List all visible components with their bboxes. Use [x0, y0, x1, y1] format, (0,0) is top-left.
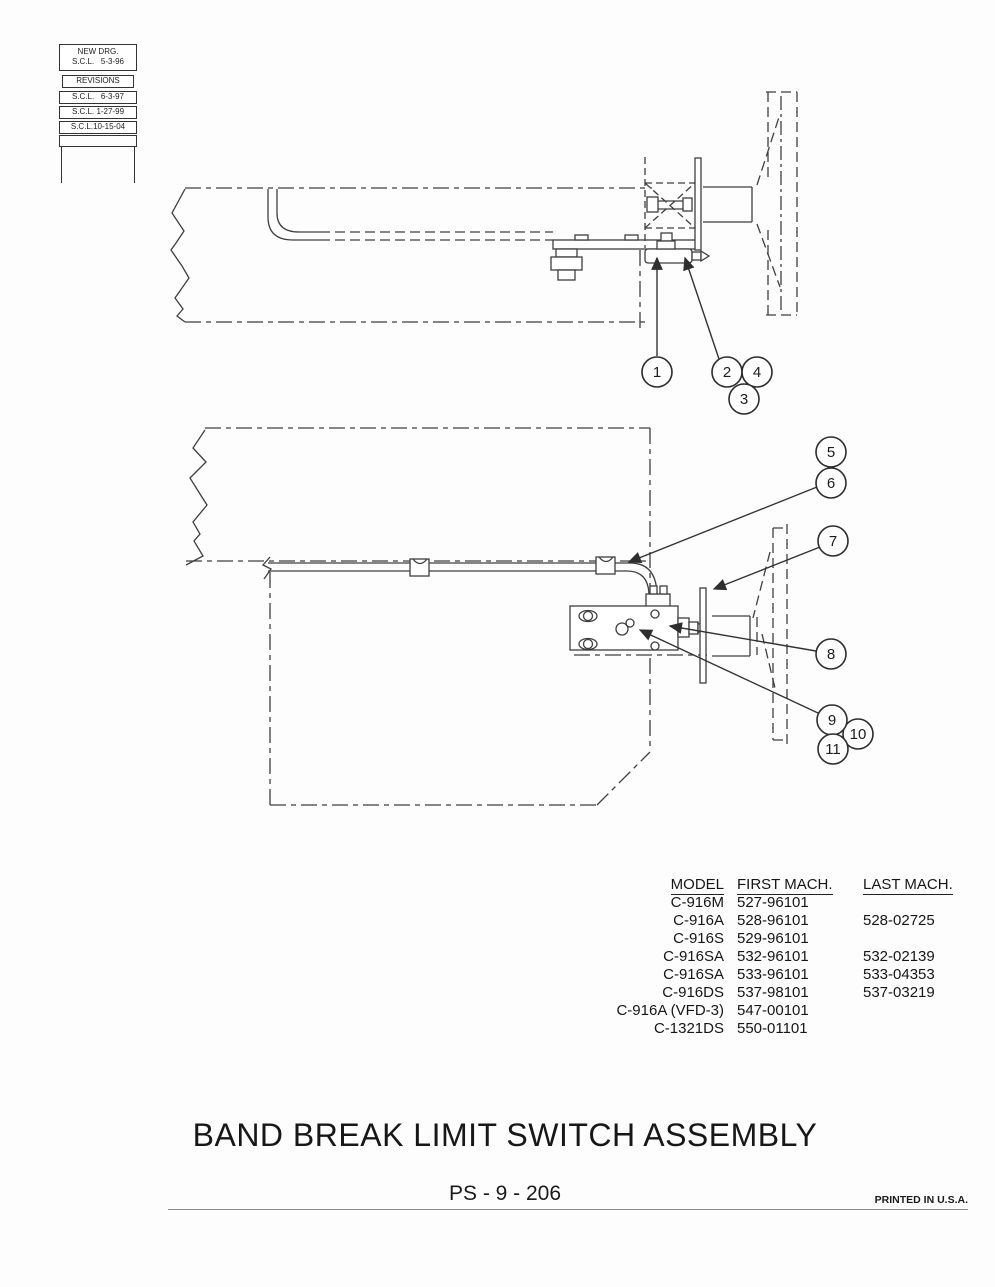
revision-entry-empty	[59, 135, 137, 147]
callout-9: 9	[816, 704, 848, 736]
last-mach-cell: 532-02139	[863, 948, 935, 965]
table-row: C-916A (VFD-3) 547-00101	[596, 1002, 963, 1020]
first-mach-cell: 537-98101	[737, 984, 809, 1001]
header-model: MODEL	[670, 876, 724, 895]
band-wheel-top	[756, 91, 798, 316]
break-line	[170, 188, 190, 323]
model-cell: C-916SA	[663, 966, 724, 983]
callout-7: 7	[817, 525, 849, 557]
new-drg-label: NEW DRG.	[77, 47, 119, 56]
svg-text:4: 4	[753, 364, 761, 381]
table-row: C-916SA 532-96101 532-02139	[596, 948, 963, 966]
first-mach-cell: 547-00101	[737, 1002, 809, 1019]
svg-text:7: 7	[829, 533, 837, 550]
model-table: MODEL FIRST MACH. LAST MACH. C-916M 527-…	[596, 876, 963, 1038]
first-mach-cell: 529-96101	[737, 930, 809, 947]
callout-6: 6	[815, 467, 847, 499]
callout-11: 11	[817, 733, 849, 765]
leader-2	[683, 256, 720, 360]
svg-text:11: 11	[825, 741, 841, 758]
callout-2: 2	[711, 356, 743, 388]
band-wheel-side	[752, 524, 788, 744]
svg-text:9: 9	[828, 712, 836, 729]
model-cell: C-916A (VFD-3)	[616, 1002, 724, 1019]
last-mach-cell	[849, 930, 963, 948]
model-cell: C-916S	[673, 930, 724, 947]
callout-5: 5	[815, 436, 847, 468]
model-cell: C-916SA	[663, 948, 724, 965]
top-view-drawing	[170, 91, 798, 360]
table-row: C-1321DS 550-01101	[596, 1020, 963, 1038]
first-mach-cell: 550-01101	[737, 1020, 808, 1037]
last-mach-cell	[849, 1002, 963, 1020]
band-guard-plate-side	[699, 587, 758, 684]
table-row: C-916M 527-96101	[596, 894, 963, 912]
revision-entry: S.C.L. 6-3-97	[59, 91, 137, 104]
first-mach-cell: 532-96101	[737, 948, 809, 965]
table-row: C-916S 529-96101	[596, 930, 963, 948]
model-cell: C-916M	[670, 894, 724, 911]
table-row: C-916SA 533-96101 533-04353	[596, 966, 963, 984]
printed-note: PRINTED IN U.S.A.	[874, 1194, 968, 1206]
table-row: C-916A 528-96101 528-02725	[596, 912, 963, 930]
last-mach-cell	[849, 894, 963, 912]
revision-new-drg: NEW DRG.S.C.L. 5-3-96	[59, 44, 137, 71]
svg-text:6: 6	[827, 475, 835, 492]
callout-8: 8	[815, 638, 847, 670]
first-mach-cell: 527-96101	[737, 894, 809, 911]
switch-mounting-plate	[569, 585, 679, 651]
header-first-mach: FIRST MACH.	[737, 876, 833, 895]
leader-7	[712, 546, 821, 591]
table-row: C-916DS 537-98101 537-03219	[596, 984, 963, 1002]
last-mach-cell: 528-02725	[863, 912, 935, 929]
svg-text:10: 10	[850, 726, 867, 743]
model-cell: C-1321DS	[653, 1020, 724, 1037]
page-title: BAND BREAK LIMIT SWITCH ASSEMBLY	[192, 1117, 818, 1153]
document-number: PS - 9 - 206	[448, 1182, 562, 1205]
revision-entry: S.C.L.10-15-04	[59, 121, 137, 134]
svg-text:8: 8	[827, 646, 835, 663]
svg-text:5: 5	[827, 444, 835, 461]
machine-outline	[269, 572, 651, 806]
footer-rule	[168, 1209, 968, 1210]
last-mach-cell	[849, 1020, 963, 1038]
actuator-rod-top	[267, 189, 553, 241]
first-mach-cell: 528-96101	[737, 912, 809, 929]
new-drg-date: S.C.L. 5-3-96	[71, 57, 125, 66]
leader-8	[668, 622, 817, 652]
model-table-header-row: MODEL FIRST MACH. LAST MACH.	[596, 876, 963, 895]
revision-block-tail	[61, 147, 135, 183]
side-view-drawing	[185, 427, 821, 806]
callout-4: 4	[741, 356, 773, 388]
callout-10: 10	[842, 718, 874, 750]
callout-balloons: 1 2 4 3 5 6 7	[641, 356, 874, 765]
revisions-header: REVISIONS	[62, 75, 134, 88]
actuator-rod-side	[261, 556, 658, 597]
svg-text:2: 2	[723, 364, 731, 381]
svg-text:3: 3	[740, 391, 748, 408]
svg-text:1: 1	[653, 364, 661, 381]
model-cell: C-916DS	[662, 984, 724, 1001]
break-line	[185, 429, 208, 566]
model-cell: C-916A	[673, 912, 724, 929]
leader-9	[638, 629, 819, 714]
last-mach-cell: 533-04353	[863, 966, 935, 983]
revision-entry: S.C.L. 1-27-99	[59, 106, 137, 119]
leader-6	[627, 486, 818, 564]
band-guard-plate-top	[644, 157, 753, 251]
callout-3: 3	[728, 383, 760, 415]
callout-1: 1	[641, 356, 673, 388]
first-mach-cell: 533-96101	[737, 966, 809, 983]
header-last-mach: LAST MACH.	[863, 876, 953, 895]
last-mach-cell: 537-03219	[863, 984, 935, 1001]
